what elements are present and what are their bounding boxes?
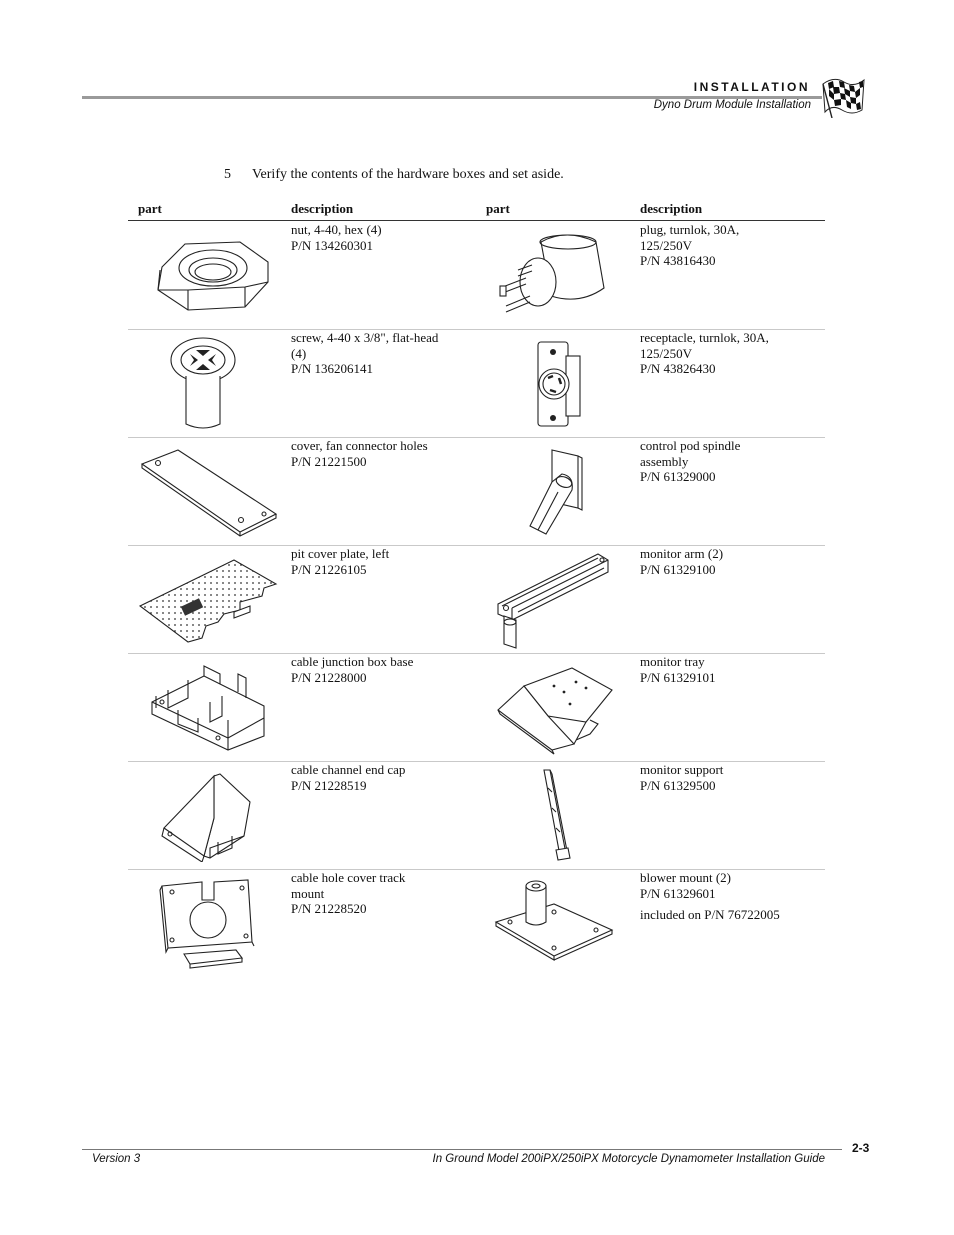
row-divider xyxy=(128,545,825,546)
part-description: monitor arm (2) P/N 61329100 xyxy=(640,546,723,577)
part-name: monitor tray xyxy=(640,654,705,669)
part-description: plug, turnlok, 30A, 125/250V P/N 4381643… xyxy=(640,222,739,269)
step-number: 5 xyxy=(224,167,231,182)
part-name: monitor arm (2) xyxy=(640,546,724,561)
row-divider xyxy=(128,761,825,762)
part-name: receptacle, turnlok, 30A, xyxy=(640,330,769,345)
part-number: P/N 61329000 xyxy=(640,469,716,484)
part-number: P/N 43816430 xyxy=(640,253,716,268)
flat-head-screw-icon xyxy=(170,337,236,429)
table-header-rule xyxy=(128,220,825,221)
part-number: P/N 21228519 xyxy=(291,777,367,793)
column-header-description-right: description xyxy=(640,201,703,216)
page-number: 2-3 xyxy=(852,1141,870,1155)
table-row: cable junction box base P/N 21228000 mon… xyxy=(128,654,825,762)
column-header-description-left: description xyxy=(291,201,354,216)
hex-nut-icon xyxy=(157,241,269,311)
checkered-flag-icon xyxy=(822,78,865,118)
part-name: cover, fan connector holes xyxy=(291,438,428,453)
part-number: P/N 61329100 xyxy=(640,561,716,577)
pit-cover-plate-icon xyxy=(138,559,278,643)
part-name: plug, turnlok, 30A, xyxy=(640,222,740,237)
part-number: P/N 21228520 xyxy=(291,901,367,916)
row-divider xyxy=(128,329,825,330)
channel-end-cap-icon xyxy=(161,773,251,862)
part-name: pit cover plate, left xyxy=(291,546,390,561)
part-name: cable channel end cap xyxy=(291,762,406,777)
turnlok-plug-icon xyxy=(499,234,605,313)
part-number: P/N 134260301 xyxy=(291,237,373,253)
part-description: monitor support P/N 61329500 xyxy=(640,762,723,793)
part-qty: (4) xyxy=(291,345,307,361)
part-note: included on P/N 76722005 xyxy=(640,907,780,922)
cable-hole-cover-mount-icon xyxy=(159,879,255,969)
subsection-title: Dyno Drum Module Installation xyxy=(653,99,811,111)
table-row: cable hole cover track mount P/N 2122852… xyxy=(128,870,825,978)
part-name-cont: mount xyxy=(291,885,325,901)
part-number: P/N 136206141 xyxy=(291,361,373,376)
turnlok-receptacle-icon xyxy=(537,341,581,427)
row-divider xyxy=(128,653,825,654)
blower-mount-icon xyxy=(494,880,614,961)
table-row: nut, 4-40, hex (4) P/N 134260301 plug, t… xyxy=(128,222,825,330)
part-name: cable hole cover track xyxy=(291,870,406,885)
control-pod-spindle-icon xyxy=(529,449,583,535)
part-number: P/N 61329500 xyxy=(640,777,716,793)
part-number: P/N 21226105 xyxy=(291,561,367,577)
row-divider xyxy=(128,869,825,870)
monitor-support-icon xyxy=(543,769,571,861)
footer-title: In Ground Model 200iPX/250iPX Motorcycle… xyxy=(432,1153,825,1165)
part-number: P/N 21221500 xyxy=(291,453,367,469)
part-description: receptacle, turnlok, 30A, 125/250V P/N 4… xyxy=(640,330,769,377)
table-row: cable channel end cap P/N 21228519 monit… xyxy=(128,762,825,870)
footer-version: Version 3 xyxy=(92,1153,141,1165)
section-title: INSTALLATION xyxy=(693,80,810,94)
part-description: screw, 4-40 x 3/8", flat-head (4) P/N 13… xyxy=(291,330,438,377)
junction-box-base-icon xyxy=(151,665,265,751)
table-row: pit cover plate, left P/N 21226105 monit… xyxy=(128,546,825,654)
part-description: blower mount (2) P/N 61329601 included o… xyxy=(640,870,780,923)
part-number: P/N 21228000 xyxy=(291,669,367,685)
step-instruction: 5 Verify the contents of the hardware box… xyxy=(224,167,564,183)
table-row: cover, fan connector holes P/N 21221500 … xyxy=(128,438,825,546)
part-name: blower mount (2) xyxy=(640,870,731,885)
part-description: nut, 4-40, hex (4) P/N 134260301 xyxy=(291,222,382,253)
part-name: nut, 4-40, hex (4) xyxy=(291,222,382,237)
column-header-part-right: part xyxy=(486,201,510,216)
row-divider xyxy=(128,437,825,438)
fan-connector-cover-icon xyxy=(140,449,278,537)
part-name: monitor support xyxy=(640,762,724,777)
monitor-arm-icon xyxy=(497,553,609,649)
part-number: P/N 61329101 xyxy=(640,669,716,685)
step-text: Verify the contents of the hardware boxe… xyxy=(252,167,564,182)
part-description: cable hole cover track mount P/N 2122852… xyxy=(291,870,405,917)
part-name: cable junction box base xyxy=(291,654,414,669)
table-row: screw, 4-40 x 3/8", flat-head (4) P/N 13… xyxy=(128,330,825,438)
part-rating: 125/250V xyxy=(640,237,692,253)
column-header-part-left: part xyxy=(138,201,162,216)
part-rating: 125/250V xyxy=(640,345,692,361)
part-description: cable junction box base P/N 21228000 xyxy=(291,654,413,685)
part-description: cover, fan connector holes P/N 21221500 xyxy=(291,438,428,469)
header-rule xyxy=(82,96,822,99)
part-number: P/N 61329601 xyxy=(640,885,716,901)
part-description: pit cover plate, left P/N 21226105 xyxy=(291,546,389,577)
part-description: cable channel end cap P/N 21228519 xyxy=(291,762,405,793)
part-description: monitor tray P/N 61329101 xyxy=(640,654,715,685)
part-name: control pod spindle xyxy=(640,438,741,453)
part-name-cont: assembly xyxy=(640,453,689,469)
part-number: P/N 43826430 xyxy=(640,361,716,376)
part-description: control pod spindle assembly P/N 6132900… xyxy=(640,438,740,485)
part-name: screw, 4-40 x 3/8", flat-head xyxy=(291,330,439,345)
monitor-tray-icon xyxy=(497,667,613,755)
footer-rule xyxy=(82,1149,842,1150)
